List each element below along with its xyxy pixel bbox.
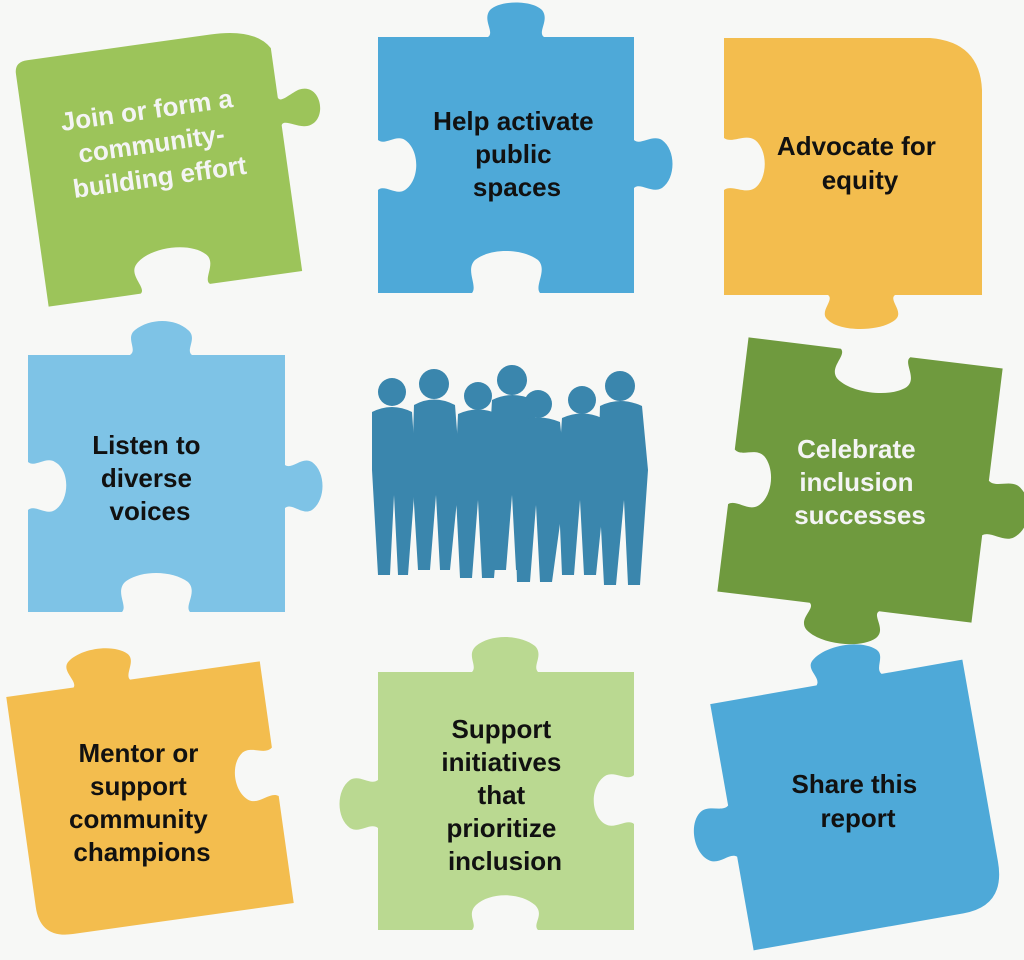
piece-activate-line-1: Help activate [433,106,593,136]
piece-support: Support initiatives that prioritize incl… [339,637,634,930]
piece-celebrate-line-1: Celebrate [797,434,916,464]
piece-advocate-line-2: equity [822,165,899,195]
piece-celebrate-line-3: successes [794,500,926,530]
piece-share-line-1: Share this [792,769,918,799]
piece-mentor-line-2: support [90,771,187,801]
piece-celebrate-text: Celebrate inclusion successes [794,434,926,530]
piece-listen-shape [28,321,323,612]
piece-activate: Help activate public spaces [378,2,673,293]
piece-activate-line-3: spaces [473,172,561,202]
piece-listen-text: Listen to diverse voices [92,430,208,526]
piece-advocate-shape [724,38,982,329]
piece-listen-line-1: Listen to [92,430,200,460]
piece-mentor-shape [6,648,294,935]
piece-share-shape [693,644,1000,951]
piece-support-line-5: inclusion [448,846,562,876]
piece-activate-text: Help activate public spaces [433,106,601,202]
piece-mentor-line-1: Mentor or [78,738,198,768]
piece-listen-line-2: diverse [101,463,192,493]
piece-mentor-text: Mentor or support community champions [69,738,215,867]
piece-share-text: Share this report [792,769,925,833]
piece-support-shape [339,637,634,930]
people-group-silhouette-icon [372,365,648,585]
piece-celebrate: Celebrate inclusion successes [717,337,1024,645]
piece-support-line-4: prioritize [446,813,556,843]
piece-celebrate-line-2: inclusion [799,467,913,497]
piece-support-line-3: that [478,780,526,810]
piece-advocate: Advocate for equity [724,38,982,329]
piece-activate-line-2: public [475,139,552,169]
piece-support-line-2: initiatives [441,747,561,777]
piece-listen: Listen to diverse voices [28,321,323,612]
piece-share: Share this report [693,644,1000,951]
piece-celebrate-shape [717,337,1024,645]
piece-support-text: Support initiatives that prioritize incl… [441,714,568,876]
piece-join-shape [15,32,321,307]
piece-mentor-line-3: community [69,804,208,834]
piece-join-text: Join or form a community- building effor… [59,82,251,204]
piece-activate-shape [378,2,673,293]
piece-join: Join or form a community- building effor… [15,32,321,307]
piece-mentor: Mentor or support community champions [6,648,294,935]
piece-mentor-line-4: champions [73,837,210,867]
piece-support-line-1: Support [452,714,552,744]
piece-share-line-2: report [820,803,895,833]
piece-listen-line-3: voices [110,496,191,526]
piece-advocate-line-1: Advocate for [777,131,936,161]
piece-advocate-text: Advocate for equity [777,131,943,195]
